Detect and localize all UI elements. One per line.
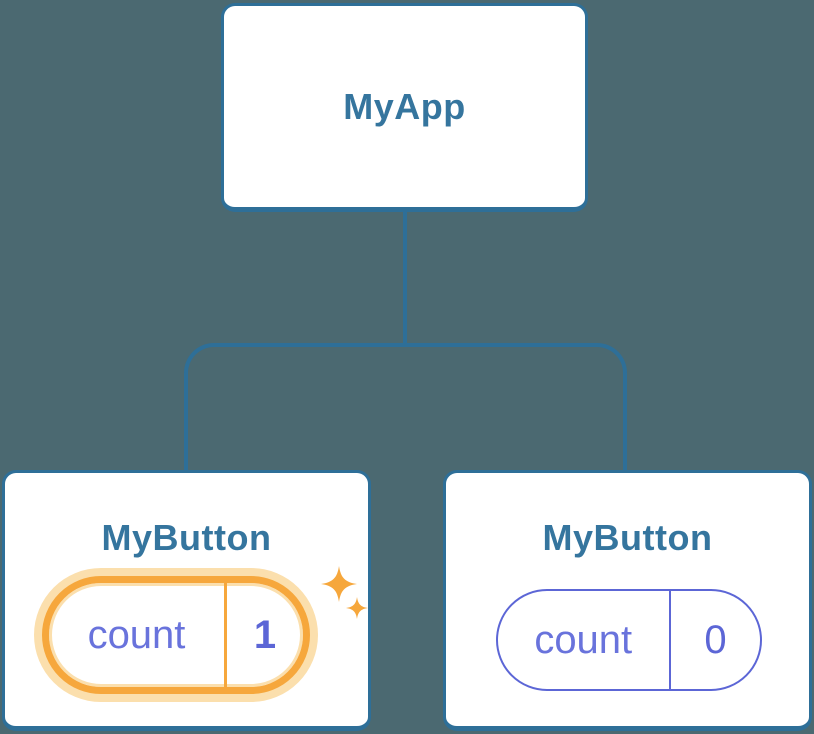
state-value: 0 [704,617,727,662]
state-divider [668,591,671,689]
component-node-myapp: MyApp [221,3,588,212]
state-divider [224,583,227,687]
node-title-mybutton-2: MyButton [542,517,713,558]
state-badge-highlighted: count 1 [42,576,310,694]
node-title-mybutton-1: MyButton [101,517,272,558]
component-node-mybutton-1: MyButton count 1 [2,470,371,731]
state-key-label: count [534,617,633,662]
component-node-mybutton-2: MyButton count 0 [443,470,812,731]
connector-root-stem [403,210,407,346]
sparkle-icon-small [346,597,368,619]
connector-branch [184,343,627,472]
state-key-label: count [87,612,186,657]
state-value: 1 [253,612,277,657]
state-badge: count 0 [496,589,762,691]
node-title-myapp: MyApp [343,85,466,127]
sparkle-icon-large [321,566,357,602]
